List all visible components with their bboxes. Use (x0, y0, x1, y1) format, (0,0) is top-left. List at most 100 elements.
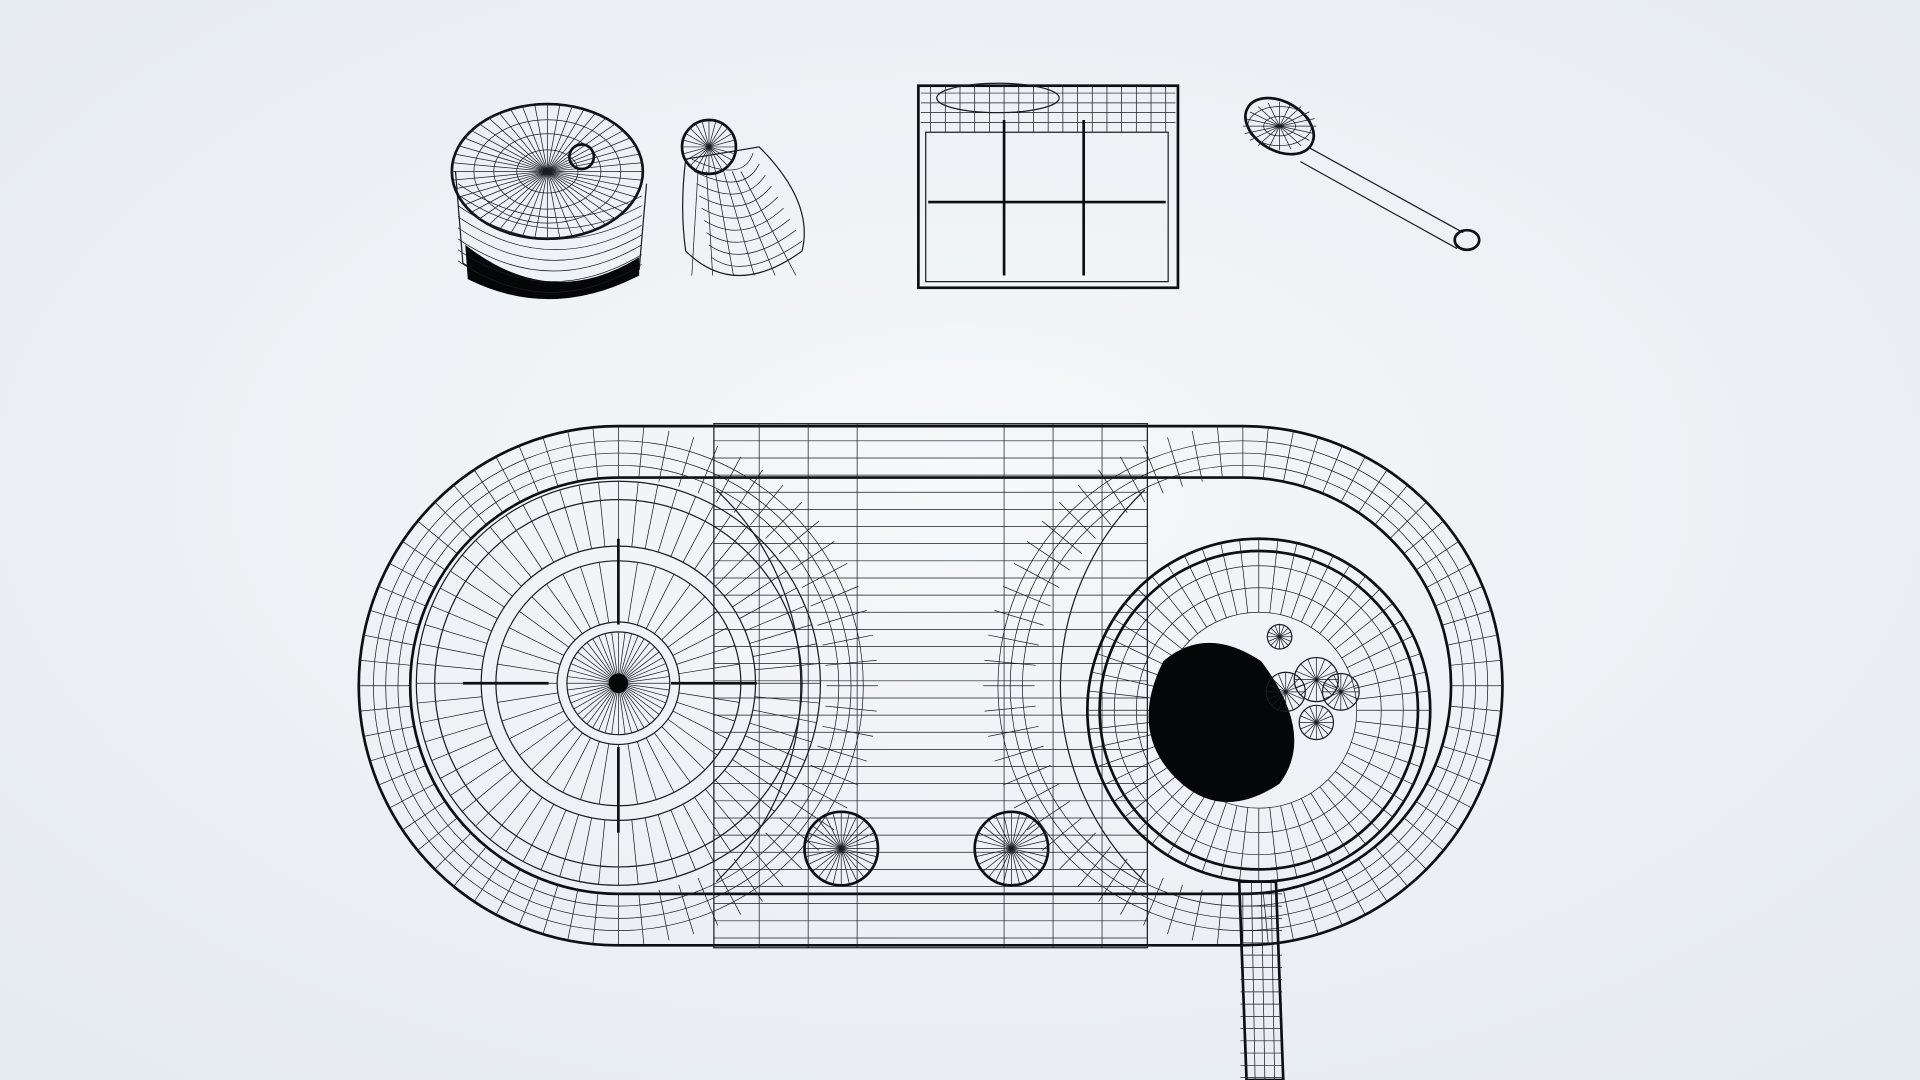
knob[interactable] (803, 810, 880, 887)
wire-line (661, 596, 706, 641)
wire-line (678, 692, 740, 703)
wire-line (824, 815, 842, 849)
wire-line (1137, 588, 1190, 642)
wire-line (501, 645, 561, 665)
wire-line (434, 832, 472, 870)
wire-line (547, 171, 640, 190)
wire-line (1449, 705, 1502, 712)
wire-line (519, 718, 570, 756)
wire-line (1315, 659, 1326, 680)
wire-line (598, 562, 610, 623)
wire-line (580, 566, 600, 626)
wire-line (733, 469, 763, 513)
wire-line (1011, 848, 1045, 865)
wire-line (1310, 792, 1351, 856)
wire-line (509, 627, 564, 656)
wire-line (1307, 679, 1317, 701)
wire-line (547, 171, 624, 213)
wire-line (1307, 659, 1317, 680)
wire-line (715, 779, 762, 827)
wire-line (363, 725, 415, 737)
wire-line (1309, 706, 1317, 723)
wire-line (546, 732, 583, 783)
wire-line (598, 743, 610, 805)
wire-line (1300, 722, 1317, 730)
wire-line (547, 113, 596, 172)
wire-line (1279, 636, 1289, 646)
wire-line (1319, 786, 1366, 845)
wire-line (1239, 539, 1249, 613)
wire-line (832, 848, 842, 885)
wire-line (708, 146, 729, 167)
wire-line (1316, 663, 1333, 680)
wire-line (706, 218, 791, 243)
wire-line (1333, 691, 1342, 709)
wire-line (817, 745, 867, 762)
wire-line (1239, 807, 1249, 881)
wire-line (542, 437, 559, 487)
wire-line (542, 884, 559, 935)
wire-line (1333, 674, 1342, 692)
wire-line (779, 817, 820, 851)
wire-line (510, 109, 548, 172)
wire-line (495, 869, 521, 915)
wire-line (580, 741, 600, 800)
wire-line (984, 705, 1036, 712)
wire-line (489, 526, 532, 578)
wire-line (457, 216, 642, 251)
wire-line (547, 123, 616, 172)
wire-line (805, 840, 842, 849)
wire-line (697, 445, 719, 494)
wire-line (1270, 881, 1276, 1080)
wire-line (1295, 670, 1317, 680)
wire-line (1274, 636, 1280, 649)
wire-line (689, 146, 710, 167)
wire-line (559, 489, 579, 553)
wire-line (475, 540, 522, 587)
wire-line (461, 554, 513, 597)
wire-line (1302, 884, 1319, 935)
wire-line (559, 814, 579, 877)
wire-line (672, 710, 728, 740)
wire-line (982, 825, 1012, 849)
wire-line (1011, 825, 1041, 849)
wire-line (547, 171, 585, 234)
wire-line (840, 812, 850, 849)
wire-line (1340, 691, 1349, 709)
wire-line (488, 171, 548, 225)
wire-line (1279, 102, 1292, 127)
wire-line (369, 745, 420, 762)
wire-line (1346, 752, 1414, 785)
wire-line (817, 610, 867, 626)
wire-line (359, 705, 412, 712)
knob[interactable] (973, 810, 1050, 887)
wire-line (1191, 431, 1203, 482)
wire-line (505, 515, 543, 570)
wire-line (457, 205, 642, 240)
wire-line (1059, 489, 1146, 883)
wire-line (457, 249, 642, 283)
wire-line (1124, 770, 1183, 818)
wire-line (732, 759, 787, 796)
wire-ring (385, 452, 852, 919)
wire-line (1002, 586, 1051, 607)
wire-line (678, 663, 740, 675)
wire-line (567, 431, 579, 482)
wire-line (547, 162, 643, 172)
wire-line (547, 171, 573, 237)
wire-line (708, 133, 733, 148)
wire-line (754, 663, 820, 671)
wire-line (522, 106, 548, 172)
wire-line (1340, 674, 1349, 692)
wire-line (547, 109, 585, 172)
wire-line (1279, 625, 1285, 637)
wire-line (1346, 635, 1414, 669)
wire-line (505, 797, 543, 852)
wire-line (1322, 877, 1343, 926)
wire-line (840, 815, 858, 849)
wire-line (457, 238, 642, 272)
wire-line (676, 701, 735, 722)
wire-line (739, 747, 797, 779)
wire-line (654, 583, 691, 634)
wire-line (657, 814, 678, 877)
